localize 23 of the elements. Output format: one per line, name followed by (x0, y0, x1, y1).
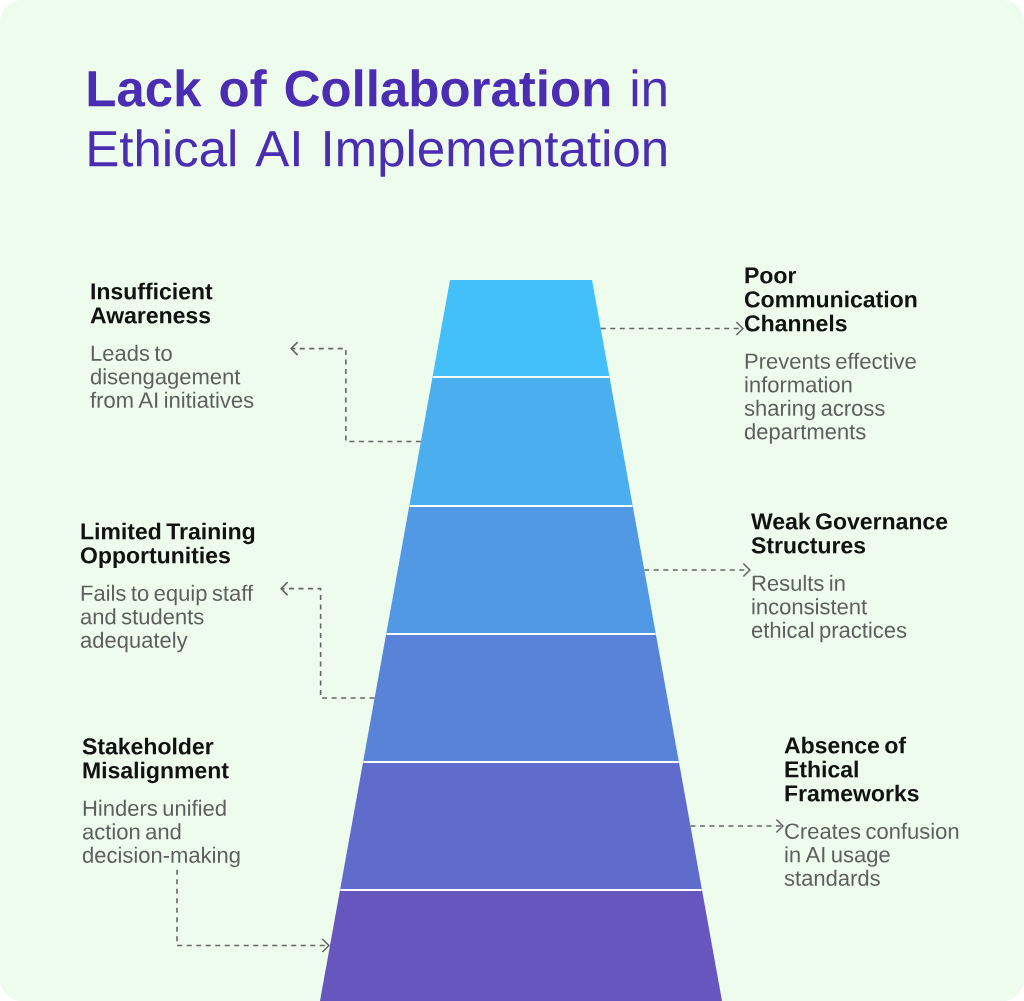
description: Prevents effective information sharing across departments (744, 352, 916, 444)
heading: Absence of Ethical Frameworks (784, 736, 919, 802)
heading: Stakeholder Misalignment (82, 737, 229, 784)
dashed-arrow (290, 341, 422, 443)
pyramid-layer (363, 634, 679, 762)
description: Hinders unified action and decision-making (82, 799, 240, 868)
dashed-arrow (689, 818, 784, 834)
dashed-arrow (599, 321, 744, 336)
pyramid-layer (320, 890, 722, 1001)
description: Leads to disengagement from AI initiatives (90, 344, 254, 408)
heading: Insufficient Awareness (90, 282, 213, 324)
heading: Weak Governance Structures (751, 512, 948, 554)
dashed-arrow (643, 562, 751, 578)
description: Fails to equip staff and students adequately (80, 584, 254, 653)
title: Lack of Collaboration in Ethical AI Implementation (88, 69, 666, 177)
dashed-arrow (280, 581, 376, 699)
heading: Poor Communication Channels (744, 267, 917, 332)
pyramid-layer (340, 762, 702, 890)
dashed-arrow (176, 868, 330, 953)
heading: Limited Training Opportunities (80, 522, 255, 569)
description: Creates confusion in AI usage standards (784, 822, 959, 886)
pyramid-layer (409, 377, 633, 506)
description: Results in inconsistent ethical practices (751, 574, 907, 643)
